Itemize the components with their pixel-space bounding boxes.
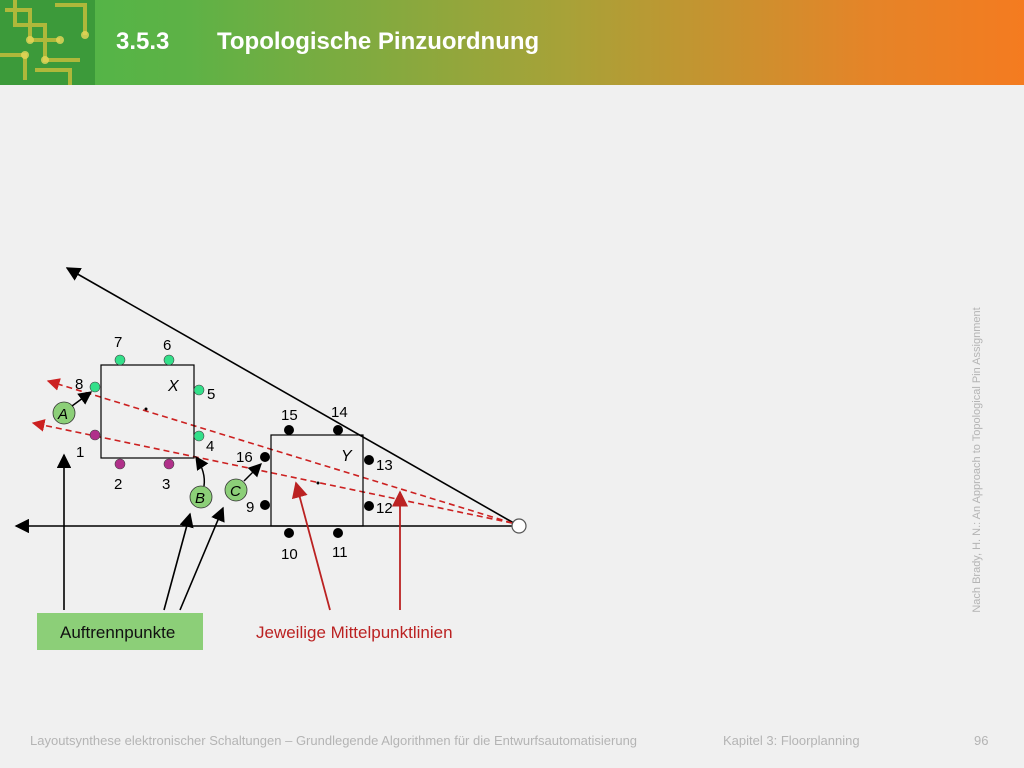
label-arrow-b [163, 512, 194, 611]
pin-label-1: 1 [76, 444, 84, 461]
pin-label-11: 11 [332, 544, 348, 561]
pin-5 [193, 384, 205, 396]
pin-label-16: 16 [236, 449, 253, 466]
block-x-label: X [167, 378, 180, 395]
pin-3 [163, 458, 175, 470]
pin-6 [163, 354, 175, 366]
block-x-center [144, 407, 148, 411]
cut-point-c [224, 478, 248, 502]
origin-point [511, 518, 527, 534]
section-number: 3.5.3 [116, 28, 170, 55]
label-arrow-c [179, 506, 225, 611]
pin-12 [364, 501, 374, 511]
cut-arrow-c [243, 463, 262, 482]
circuit-logo-graphic [0, 0, 89, 85]
source-citation: Nach Brady, H. N.: An Approach to Topolo… [971, 307, 983, 613]
cut-point-b [189, 485, 213, 509]
midpoint-line-x [46, 378, 513, 524]
pin-label-2: 2 [114, 476, 122, 493]
pin-label-15: 15 [281, 407, 298, 424]
pin-10 [284, 528, 294, 538]
midpoint-line-y [31, 419, 513, 524]
midpoint-arrow-left [291, 481, 331, 611]
cut-point-a-label: A [57, 406, 68, 423]
circuit-logo [0, 0, 95, 85]
block-y-label: Y [341, 448, 353, 465]
cut-arrow-b [195, 455, 209, 487]
block-y [270, 434, 364, 527]
slide-header: 3.5.3 Topologische Pinzuordnung [0, 0, 1024, 85]
pin-1 [89, 429, 101, 441]
cut-point-a [52, 401, 76, 425]
pin-label-8: 8 [75, 376, 83, 393]
cut-points-box [37, 613, 203, 650]
cut-point-c-label: C [230, 483, 241, 500]
pin-label-14: 14 [331, 404, 348, 421]
pin-4 [193, 430, 205, 442]
cut-points-box-label: Auftrennpunkte [60, 623, 175, 642]
pin-2 [114, 458, 126, 470]
pin-label-4: 4 [206, 438, 214, 455]
pin-11 [333, 528, 343, 538]
block-x [100, 364, 195, 459]
pin-label-6: 6 [163, 337, 171, 354]
pin-16 [260, 452, 270, 462]
pin-label-7: 7 [114, 334, 122, 351]
pin-label-5: 5 [207, 386, 215, 403]
upper-ray [65, 267, 520, 527]
footer-chapter: Kapitel 3: Floorplanning [723, 733, 860, 748]
pin-15 [284, 425, 294, 435]
midpoint-lines-label: Jeweilige Mittelpunktlinien [256, 623, 453, 642]
cut-arrow-a [71, 391, 93, 407]
pin-9 [260, 500, 270, 510]
pin-7 [114, 354, 126, 366]
pin-label-3: 3 [162, 476, 170, 493]
footer-course: Layoutsynthese elektronischer Schaltunge… [30, 733, 638, 748]
cut-point-b-label: B [195, 490, 205, 507]
pin-14 [333, 425, 343, 435]
pin-13 [364, 455, 374, 465]
slide-title: Topologische Pinzuordnung [217, 28, 540, 55]
block-y-center [316, 481, 320, 485]
pin-label-12: 12 [376, 500, 393, 517]
pin-label-10: 10 [281, 546, 298, 563]
pin-label-13: 13 [376, 457, 393, 474]
pin-8 [89, 381, 101, 393]
pin-label-9: 9 [246, 499, 254, 516]
footer-page-number: 96 [974, 733, 989, 748]
